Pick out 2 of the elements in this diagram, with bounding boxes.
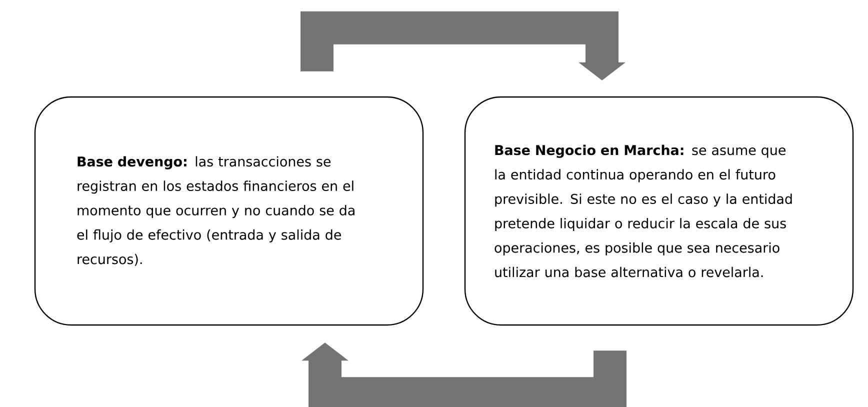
rounded-box: Base Negocio en Marcha: se asume que la entidad continua operando en el futuro previsible. Si este no es el caso y la entidad pretende liquidar o reducir la escala de sus operaciones, es posible que sea necesario utilizar una base alternativa o revelarla. (464, 96, 854, 326)
rounded-box: Base devengo: las transacciones se registran en los estados financieros en el momento que ocurren y no cuando se da el flujo de efectivo (entrada y salida de recursos). (34, 96, 424, 326)
